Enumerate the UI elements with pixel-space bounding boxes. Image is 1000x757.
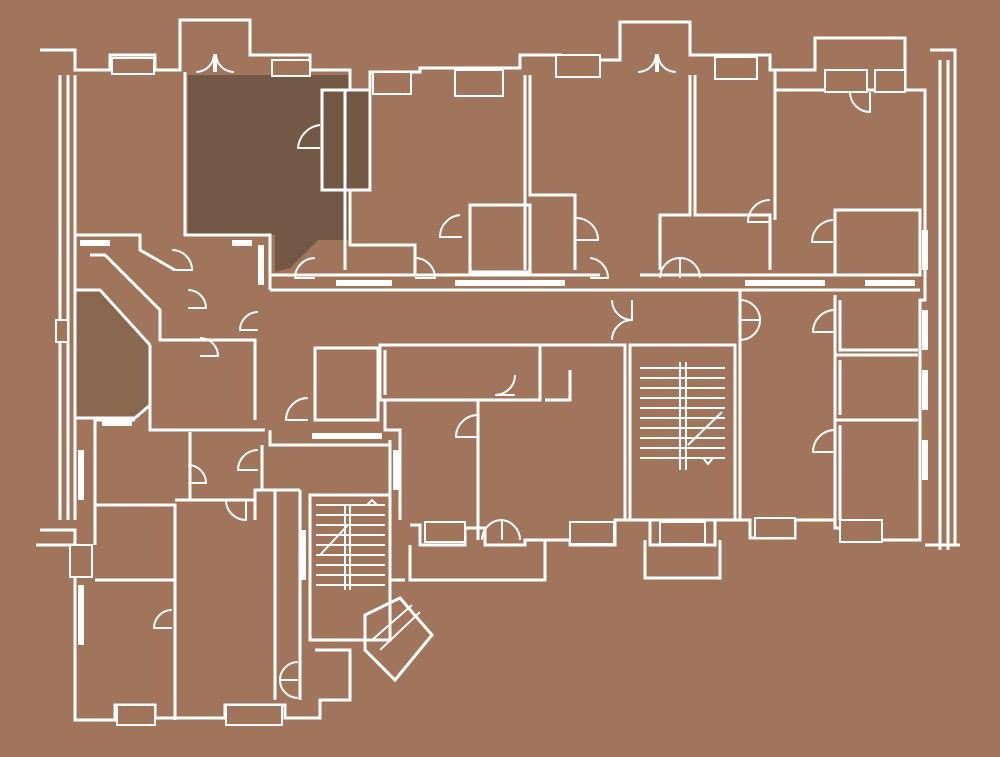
windows bbox=[55, 54, 906, 726]
radiators bbox=[78, 230, 928, 645]
stairwell-left bbox=[308, 493, 434, 683]
left-wing-walls bbox=[73, 72, 302, 720]
doors bbox=[152, 53, 871, 699]
central-walls bbox=[268, 343, 627, 582]
stairwell-right bbox=[628, 343, 737, 522]
corner-room-west[interactable] bbox=[76, 290, 150, 418]
highlighted-room[interactable] bbox=[188, 75, 372, 272]
